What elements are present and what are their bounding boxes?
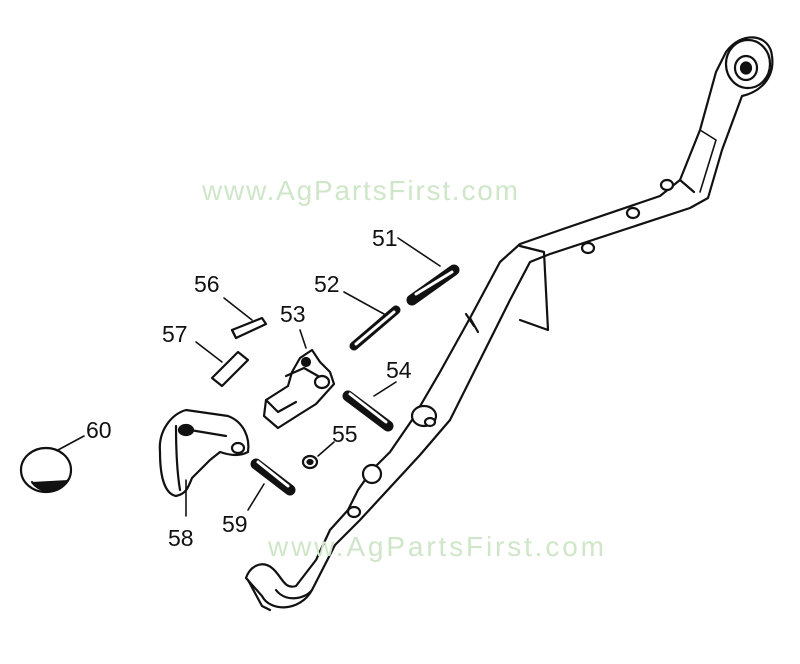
callout-58: 58	[168, 525, 194, 551]
lower-link-arm	[244, 36, 774, 612]
part-55-washer	[301, 454, 319, 470]
callout-54: 54	[386, 357, 412, 383]
callout-53: 53	[280, 301, 306, 327]
callout-56: 56	[194, 271, 220, 297]
part-59-pin	[250, 458, 296, 496]
part-51-spring	[406, 264, 460, 306]
part-54-pin	[342, 390, 394, 432]
callout-52: 52	[314, 271, 340, 297]
leader-lines	[57, 237, 441, 517]
part-56-clip	[230, 316, 268, 340]
part-60-knob	[19, 446, 73, 494]
part-58-bracket	[158, 408, 250, 498]
watermark-top: www.AgPartsFirst.com	[201, 175, 518, 206]
callout-59: 59	[222, 511, 248, 537]
callout-60: 60	[86, 417, 112, 443]
callout-55: 55	[332, 421, 358, 447]
watermark-bottom: www.AgPartsFirst.com	[267, 531, 604, 562]
part-57-retainer	[210, 350, 250, 388]
callout-51: 51	[372, 225, 398, 251]
part-52-pin	[349, 305, 401, 351]
part-53-latch	[262, 348, 336, 430]
callout-57: 57	[162, 321, 188, 347]
